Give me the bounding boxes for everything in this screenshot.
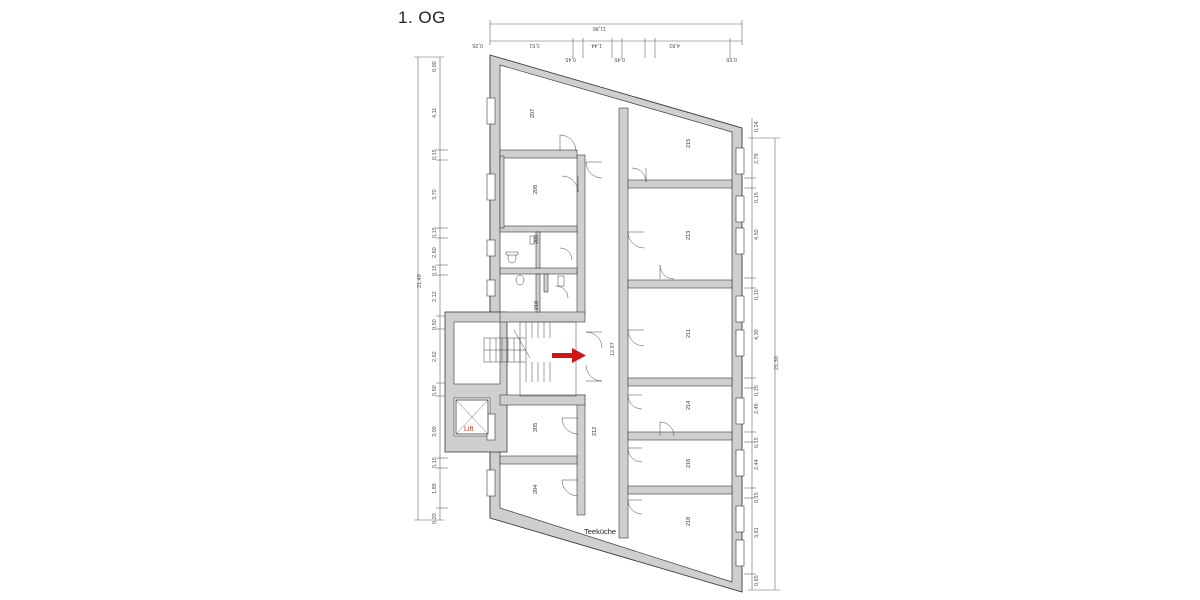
room-number: 209	[534, 235, 540, 244]
dim-right-0: 0,24	[754, 121, 760, 132]
room-number: 208	[533, 185, 539, 194]
doors	[555, 134, 675, 515]
lift-shaft: Lift	[455, 399, 489, 435]
dim-left-3: 3,70	[432, 189, 438, 200]
floor-title: 1. OG	[398, 8, 446, 27]
interior-walls	[499, 107, 733, 539]
dim-right-7: 2,46	[754, 403, 760, 414]
dim-left-7: 2,12	[432, 291, 438, 302]
exterior-walls	[489, 54, 743, 593]
room-number-corridor: 212	[592, 427, 598, 436]
dim-left-4: 0,15	[432, 227, 438, 238]
dim-right-2: 0,15	[754, 192, 760, 203]
right-windows	[735, 147, 745, 567]
dim-right-8: 0,15	[754, 437, 760, 448]
dim-left-0: 0,00	[432, 61, 438, 72]
location-arrow-icon	[552, 348, 586, 363]
room-numbers: 207 208 209 210 205 204 215 213 211 214 …	[530, 109, 692, 526]
dim-top-7: 0,55	[726, 56, 737, 62]
left-dimension-chain: 21,49 0,00 4,11 0,15 3,70 0,15 2,60 0,15…	[414, 56, 448, 524]
dim-left-8: 0,50	[432, 319, 438, 330]
dim-right-10: 0,15	[754, 492, 760, 503]
dim-right-3: 4,50	[754, 229, 760, 240]
dim-left-2: 0,15	[432, 149, 438, 160]
dim-left-total: 21,49	[417, 274, 423, 288]
top-dimension-chain: 11,86 0,25 3,51 1,44 0,45 0,45 4,83 0,55	[472, 20, 743, 62]
dim-right-6: 0,15	[754, 385, 760, 396]
dim-right-12: 0,65	[754, 575, 760, 586]
dim-left-12: 0,15	[432, 457, 438, 468]
dim-right-11: 3,81	[754, 527, 760, 538]
dim-right-total: 21,30	[774, 356, 780, 370]
room-number: 205	[533, 423, 539, 432]
dim-left-11: 3,00	[432, 426, 438, 437]
dim-right-9: 2,44	[754, 459, 760, 470]
room-number: 215	[686, 139, 692, 148]
room-number: 216	[686, 459, 692, 468]
corridor-length: 12,97	[610, 342, 616, 356]
dim-top-4: 0,45	[565, 56, 576, 62]
room-number: 207	[530, 109, 536, 118]
dim-right-4: 0,15	[754, 289, 760, 300]
dim-top-2: 3,51	[529, 42, 540, 48]
left-windows	[486, 97, 496, 497]
room-number: 204	[533, 485, 539, 494]
dim-left-5: 2,60	[432, 247, 438, 258]
dim-left-9: 2,62	[432, 351, 438, 362]
staircase	[483, 321, 577, 397]
dim-left-14: 0,20	[432, 513, 438, 524]
dim-top-6: 4,83	[669, 42, 680, 48]
dim-left-1: 4,11	[432, 108, 438, 118]
kitchen-label: Teeküche	[584, 527, 616, 536]
room-number: 210	[534, 301, 540, 310]
lift-label: Lift	[464, 426, 473, 433]
dim-top-total: 11,86	[593, 25, 606, 31]
dim-left-6: 0,15	[432, 265, 438, 276]
sanitary-fixtures	[505, 235, 565, 287]
dim-top-1: 0,25	[472, 42, 483, 48]
dim-left-13: 1,89	[432, 483, 438, 494]
room-number: 218	[686, 517, 692, 526]
room-number: 213	[686, 231, 692, 240]
dim-top-5: 0,45	[614, 56, 625, 62]
dim-right-1: 2,79	[754, 153, 760, 164]
dim-top-3: 1,44	[591, 42, 602, 48]
right-dimension-chain: 21,30 0,24 2,79 0,15 4,50 0,15 4,30 0,15…	[744, 118, 780, 591]
room-number: 211	[686, 329, 692, 338]
dim-right-5: 4,30	[754, 329, 760, 340]
dim-left-10: 0,50	[432, 385, 438, 396]
room-number: 214	[686, 401, 692, 410]
